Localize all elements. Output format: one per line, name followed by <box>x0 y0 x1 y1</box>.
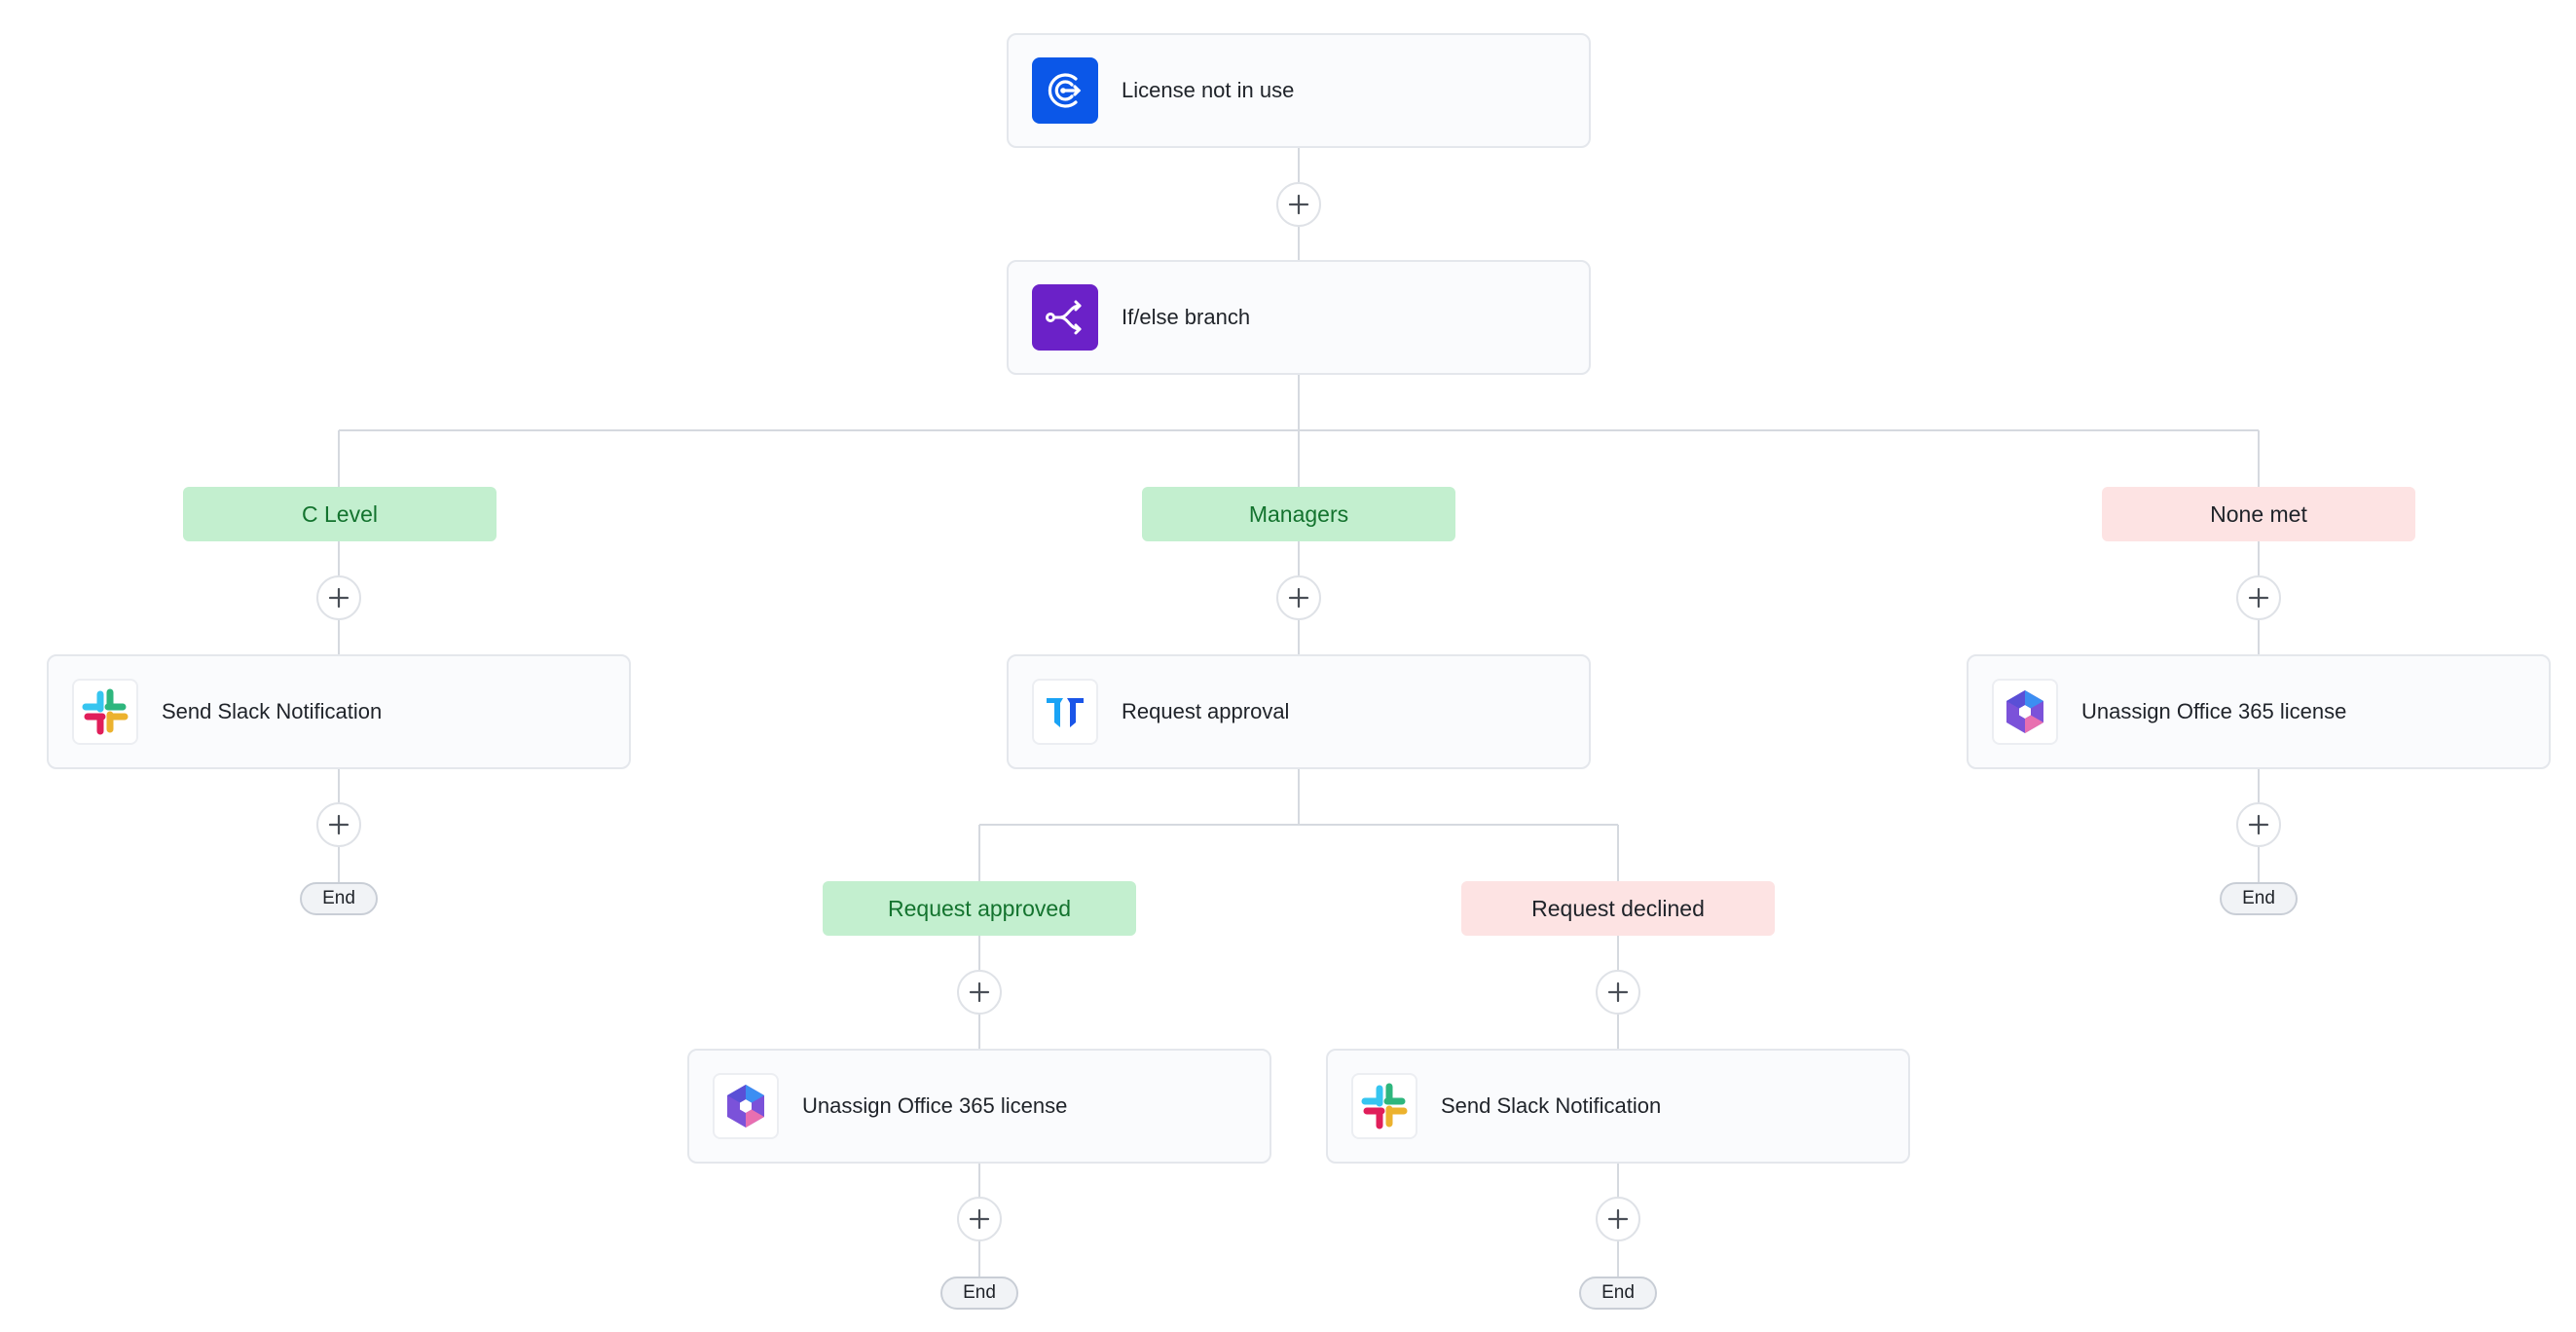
office-365-icon <box>713 1073 779 1139</box>
plus-icon <box>969 1208 990 1230</box>
unassign-office-node[interactable]: Unassign Office 365 license <box>687 1049 1271 1164</box>
plus-icon <box>1288 194 1309 215</box>
add-step-button[interactable] <box>2236 575 2281 620</box>
add-step-button[interactable] <box>1276 182 1321 227</box>
condition-c-level[interactable]: C Level <box>183 487 497 541</box>
plus-icon <box>328 814 350 835</box>
plus-icon <box>2248 814 2269 835</box>
request-approval-node[interactable]: Request approval <box>1007 654 1591 769</box>
slack-notification-label: Send Slack Notification <box>162 699 383 723</box>
end-marker: End <box>940 1276 1018 1310</box>
branch-node[interactable]: If/else branch <box>1007 260 1591 375</box>
end-marker: End <box>1579 1276 1657 1310</box>
plus-icon <box>2248 587 2269 609</box>
unassign-office-label: Unassign Office 365 license <box>802 1093 1068 1118</box>
condition-request-declined[interactable]: Request declined <box>1461 881 1775 936</box>
plus-icon <box>1607 1208 1629 1230</box>
trigger-node-label: License not in use <box>1122 78 1295 102</box>
slack-notification-label: Send Slack Notification <box>1441 1093 1662 1118</box>
plus-icon <box>1288 587 1309 609</box>
slack-icon <box>72 679 138 745</box>
office-365-icon <box>1992 679 2058 745</box>
condition-managers[interactable]: Managers <box>1142 487 1455 541</box>
license-trigger-icon <box>1032 57 1098 124</box>
plus-icon <box>1607 981 1629 1003</box>
condition-none-met[interactable]: None met <box>2102 487 2415 541</box>
request-approval-label: Request approval <box>1122 699 1290 723</box>
trigger-node[interactable]: License not in use <box>1007 33 1591 148</box>
unassign-office-label: Unassign Office 365 license <box>2081 699 2347 723</box>
approval-app-icon <box>1032 679 1098 745</box>
plus-icon <box>328 587 350 609</box>
condition-request-approved[interactable]: Request approved <box>823 881 1136 936</box>
add-step-button[interactable] <box>1596 1197 1640 1241</box>
slack-notification-node[interactable]: Send Slack Notification <box>47 654 631 769</box>
add-step-button[interactable] <box>2236 802 2281 847</box>
add-step-button[interactable] <box>957 1197 1002 1241</box>
add-step-button[interactable] <box>957 970 1002 1015</box>
branch-node-label: If/else branch <box>1122 305 1251 329</box>
add-step-button[interactable] <box>316 802 361 847</box>
end-marker: End <box>300 882 378 915</box>
unassign-office-node[interactable]: Unassign Office 365 license <box>1967 654 2551 769</box>
add-step-button[interactable] <box>1596 970 1640 1015</box>
plus-icon <box>969 981 990 1003</box>
end-marker: End <box>2220 882 2298 915</box>
add-step-button[interactable] <box>1276 575 1321 620</box>
branch-split-icon <box>1032 284 1098 351</box>
slack-icon <box>1351 1073 1417 1139</box>
slack-notification-node[interactable]: Send Slack Notification <box>1326 1049 1910 1164</box>
add-step-button[interactable] <box>316 575 361 620</box>
